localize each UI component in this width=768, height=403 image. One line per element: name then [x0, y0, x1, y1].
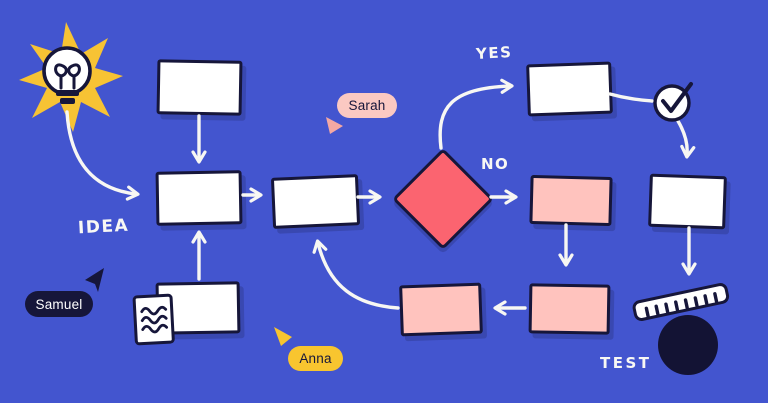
edge-lightbulb-idea [65, 110, 140, 201]
node-notes[interactable] [155, 281, 241, 335]
node-revise-right[interactable] [528, 283, 611, 335]
test-label: TEST [600, 354, 652, 372]
collaborator-name: Anna [299, 351, 332, 366]
sarah-cursor-icon [326, 117, 343, 134]
collaborator-name: Samuel [35, 296, 83, 312]
collaborator-pill-anna: Anna [288, 346, 343, 371]
idea-label: IDEA [77, 215, 130, 239]
edge-yes-check [608, 92, 654, 103]
edge-revisemid-draft [312, 239, 400, 310]
collaborator-name: Sarah [348, 98, 386, 113]
collaborator-pill-samuel: Samuel [25, 291, 93, 317]
no-label: NO [481, 155, 510, 173]
node-start[interactable] [156, 59, 243, 116]
node-revise-mid[interactable] [399, 282, 483, 337]
node-approved[interactable] [648, 173, 727, 230]
edge-check-approved [676, 119, 696, 159]
ruler-icon [632, 283, 730, 321]
collaborator-pill-sarah: Sarah [337, 93, 397, 118]
node-no-branch[interactable] [529, 174, 613, 227]
node-idea[interactable] [155, 170, 243, 226]
node-yes-branch[interactable] [526, 61, 613, 117]
star-lightbulb-icon [19, 22, 123, 132]
node-decision[interactable] [392, 148, 494, 250]
node-draft[interactable] [270, 174, 361, 229]
dot-icon [658, 315, 718, 375]
yes-label: YES [475, 43, 513, 63]
edge-decision-yes [438, 78, 514, 150]
check-circle-icon [653, 82, 693, 122]
anna-cursor-icon [274, 327, 292, 346]
samuel-cursor-icon [85, 268, 104, 292]
